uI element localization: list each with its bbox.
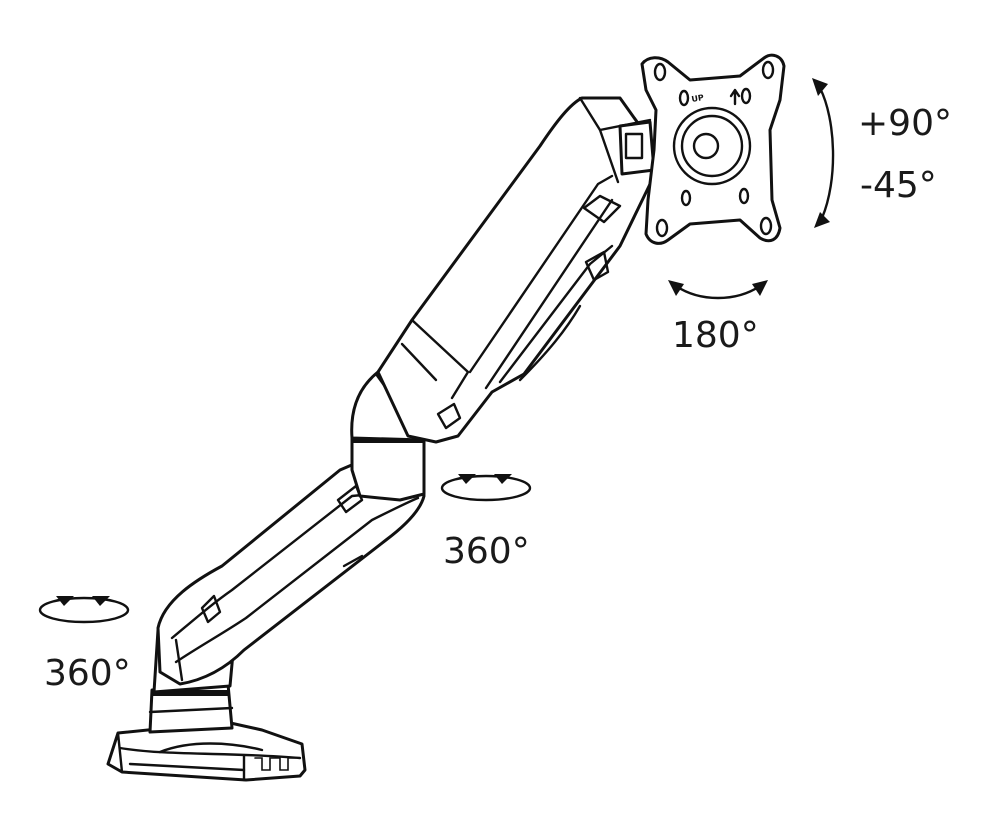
tilt-arrow bbox=[812, 78, 835, 228]
lower-arm bbox=[156, 452, 426, 686]
vesa-swivel-label: 180° bbox=[672, 315, 759, 356]
base-swivel-label: 360° bbox=[44, 653, 131, 694]
elbow-swivel-label: 360° bbox=[443, 531, 530, 572]
desk-clamp-base bbox=[106, 720, 307, 782]
swivel-180-arrow bbox=[668, 280, 768, 300]
tilt-down-label: -45° bbox=[860, 165, 937, 206]
base-rotation-indicator bbox=[38, 596, 130, 624]
tilt-up-label: +90° bbox=[858, 103, 952, 144]
vesa-mount-plate: UP bbox=[640, 53, 786, 245]
plate-up-marking: UP bbox=[691, 93, 705, 104]
elbow-rotation-indicator bbox=[440, 474, 532, 502]
upper-arm bbox=[376, 96, 656, 444]
